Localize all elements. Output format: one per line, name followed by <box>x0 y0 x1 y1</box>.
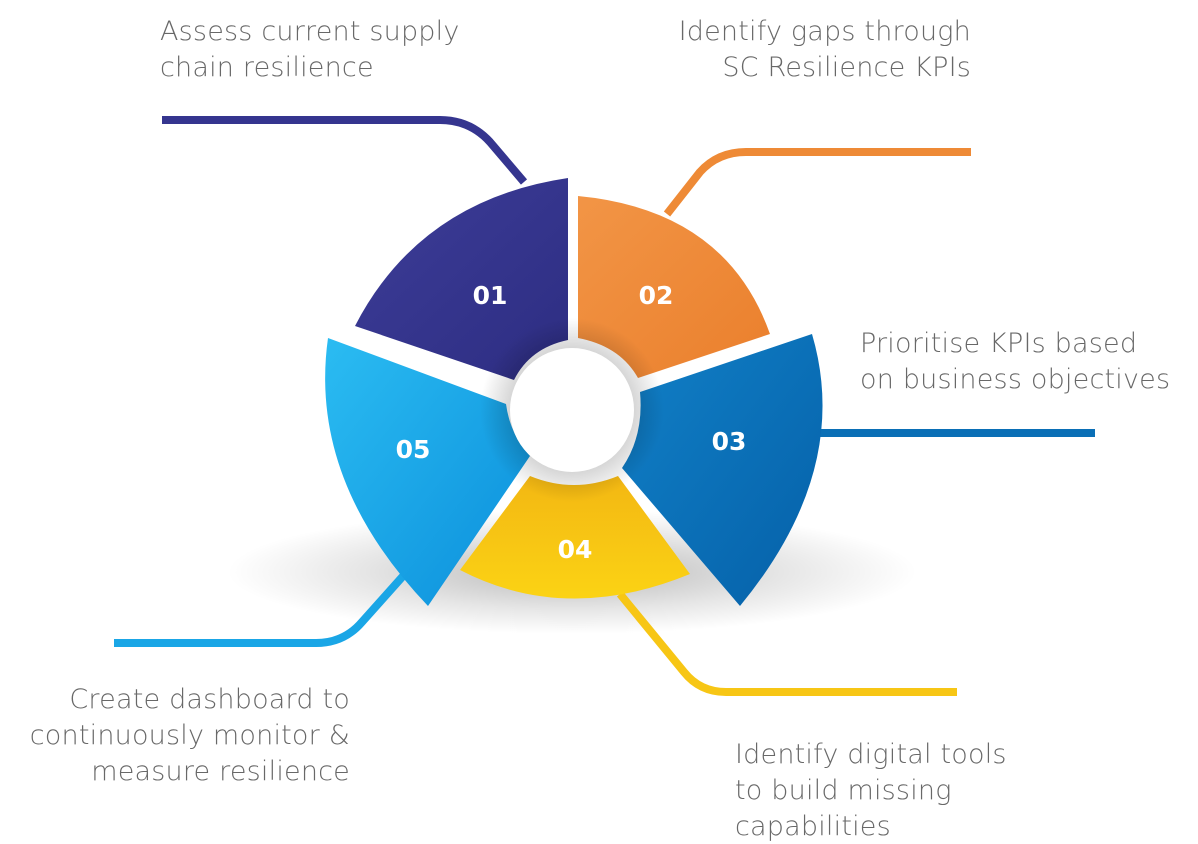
center-hole <box>510 348 634 472</box>
step-01-description: Assess current supply chain resilience <box>160 16 460 83</box>
segment-04: 04 <box>460 476 690 599</box>
segment-02: 02 <box>578 196 770 378</box>
segment-02-number: 02 <box>639 281 674 310</box>
segment-03-number: 03 <box>712 427 747 456</box>
step-04-description: Identify digital tools to build missing … <box>735 739 1007 842</box>
connector-line-04 <box>616 591 957 696</box>
segment-04-number: 04 <box>558 535 593 564</box>
connector-line-01 <box>162 116 528 185</box>
step-03-description: Prioritise KPIs based on business object… <box>860 328 1171 395</box>
connector-line-02 <box>663 148 971 217</box>
connector-line-05 <box>114 563 415 647</box>
segment-01: 01 <box>355 178 568 380</box>
step-05-description: Create dashboard to continuously monitor… <box>29 684 350 787</box>
segment-03: 03 <box>622 334 823 606</box>
segment-05: 05 <box>325 338 530 606</box>
step-02-description: Identify gaps through SC Resilience KPIs <box>678 16 971 83</box>
segment-01-number: 01 <box>473 281 508 310</box>
segment-05-number: 05 <box>396 435 431 464</box>
